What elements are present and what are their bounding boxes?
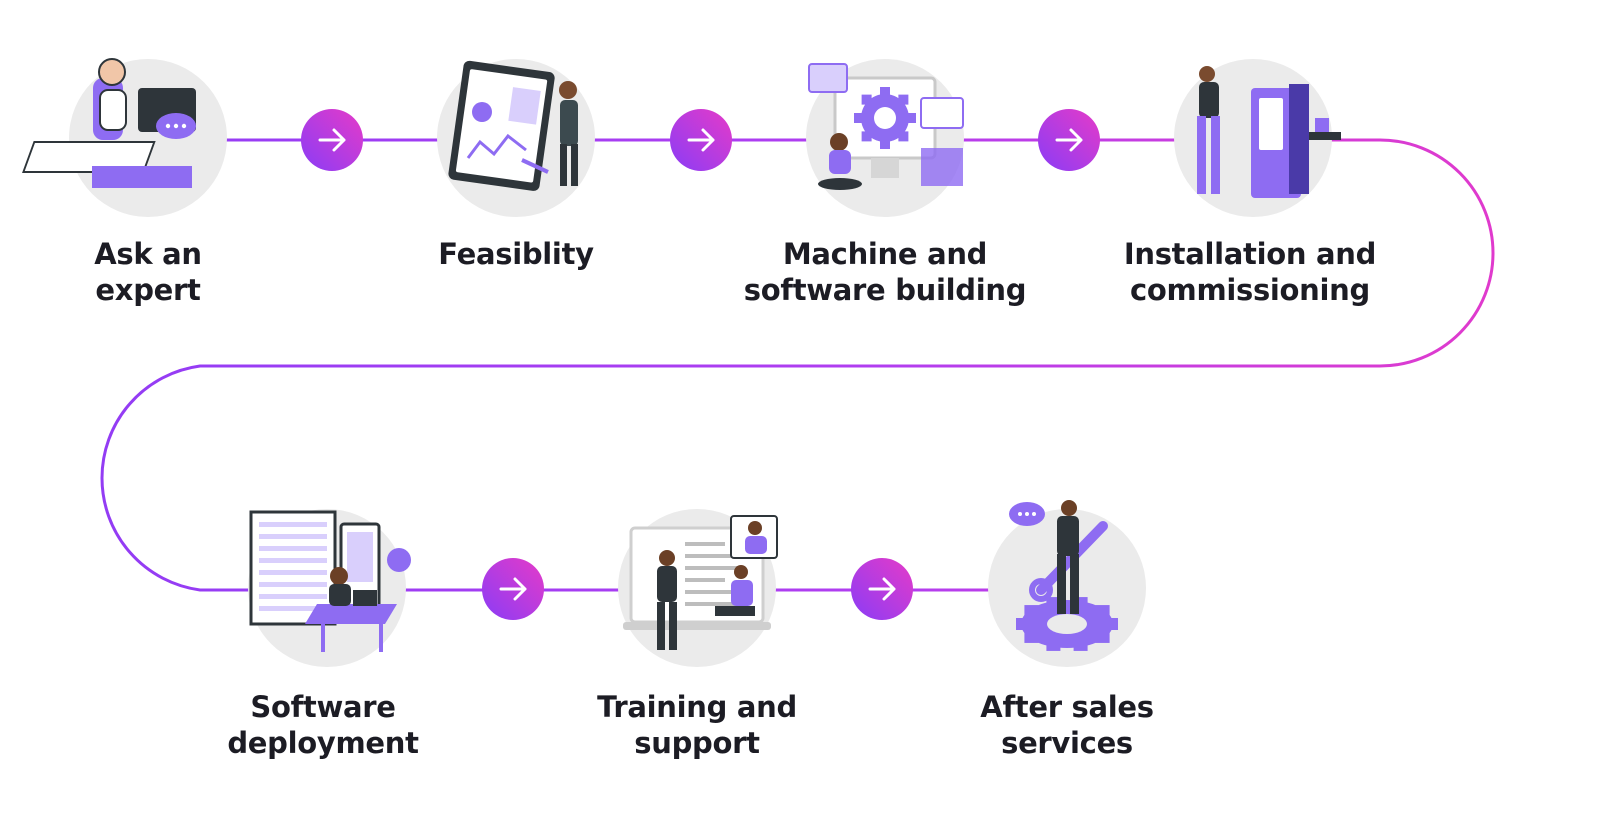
step-label-line: deployment <box>227 726 419 760</box>
step-label-line: support <box>634 726 760 760</box>
step-training-and-support <box>618 509 778 667</box>
step-machine-and-software-building <box>806 59 964 217</box>
step-installation-and-commissioning <box>1174 59 1341 217</box>
machine-operator-icon <box>1197 66 1341 198</box>
arrow-connector-icon <box>1038 109 1100 171</box>
flow-path <box>100 138 1495 592</box>
arrow-connector-icon <box>851 558 913 620</box>
step-feasibility <box>437 59 595 217</box>
training-session-icon <box>623 515 778 650</box>
step-label-line: commissioning <box>1130 273 1370 307</box>
step-label-line: services <box>1001 726 1133 760</box>
step-label-line: Machine and <box>782 237 988 271</box>
arrow-connector-icon <box>670 109 732 171</box>
step-label-line: Feasiblity <box>438 237 594 271</box>
support-agent-icon <box>22 58 196 188</box>
step-label-line: Installation and <box>1123 237 1377 271</box>
step-circle <box>69 59 227 217</box>
step-label-feasibility: Feasiblity <box>438 236 594 272</box>
wrench-gear-icon <box>1009 500 1118 651</box>
step-label-line: expert <box>95 273 201 307</box>
arrow-connector-icon <box>301 109 363 171</box>
step-label-line: Training and <box>597 690 797 724</box>
arrow-connector-icon <box>482 558 544 620</box>
step-ask-an-expert <box>22 58 227 217</box>
gear-monitor-icon <box>808 63 964 190</box>
step-label-line: Software <box>250 690 396 724</box>
developer-desk-icon <box>249 510 411 652</box>
step-software-deployment <box>248 509 411 667</box>
step-label-line: software building <box>743 273 1027 307</box>
step-label-line: After sales <box>980 690 1154 724</box>
step-label-line: Ask an <box>94 237 202 271</box>
step-after-sales-services <box>988 500 1146 667</box>
analytics-board-icon <box>448 60 578 191</box>
